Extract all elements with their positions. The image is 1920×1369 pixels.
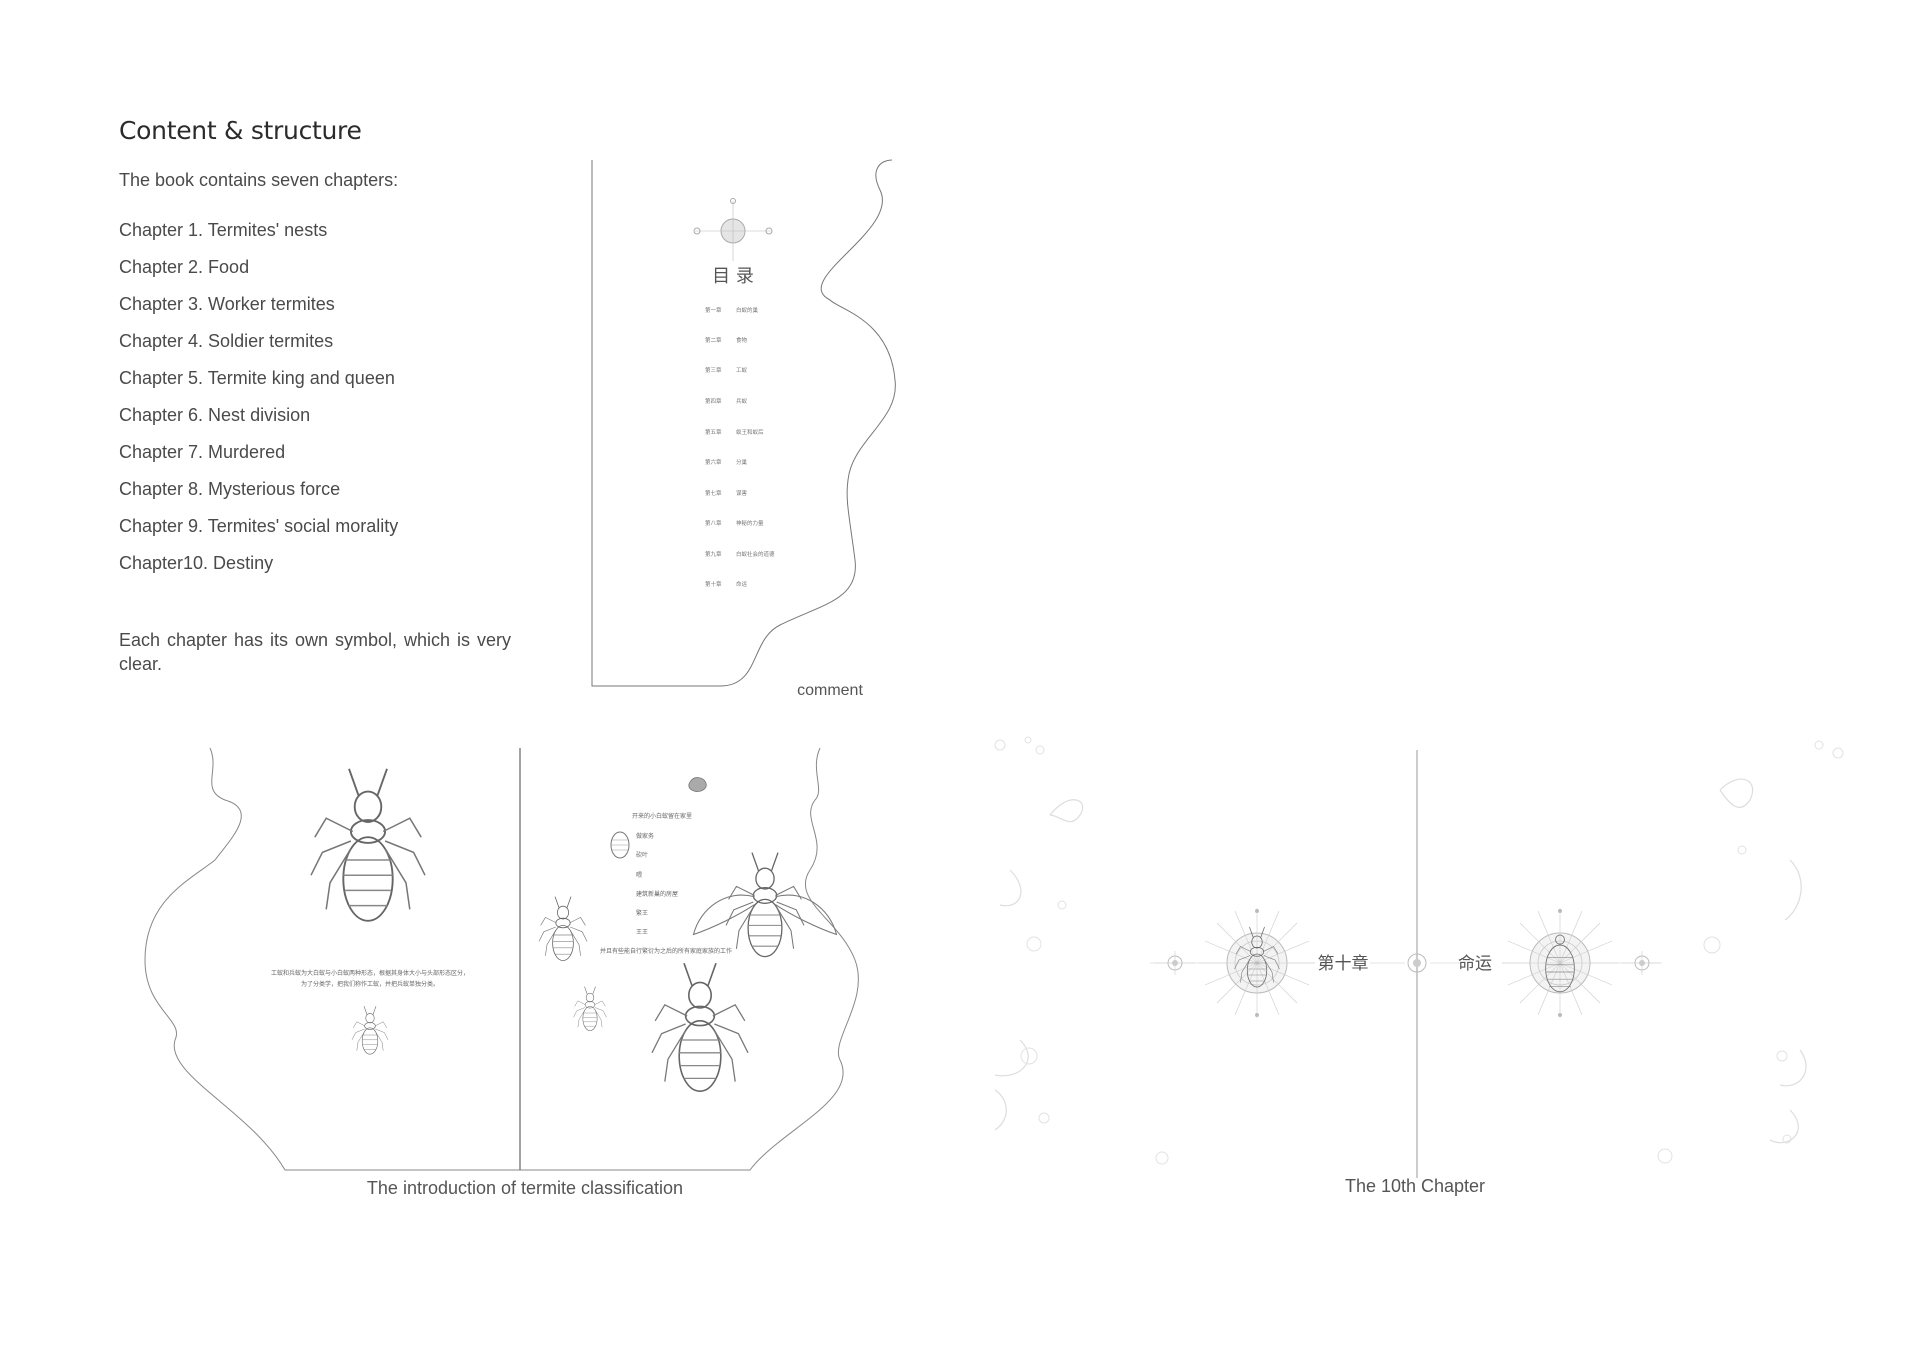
toc-emblem	[693, 198, 773, 261]
egg-drawing	[610, 831, 630, 859]
toc-row-num: 第六章	[705, 458, 722, 466]
chapter-item: Chapter 6. Nest division	[119, 405, 311, 425]
intro-left-line: 工蚁和兵蚁为大白蚁与小白蚁两种形态，根据其身体大小与头部形态区分，	[271, 969, 469, 977]
toc-rows: 第一章 白蚁的巢 第二章 食物 第三章 工蚁 第四章 兵蚁 第五章 蚁王和蚁后 …	[705, 306, 775, 588]
chapter-item: Chapter 3. Worker termites	[119, 294, 335, 314]
toc-page: 目 录 第一章 白蚁的巢 第二章 食物 第三章 工蚁 第四章 兵蚁 第五章 蚁王…	[591, 159, 896, 687]
chapter-item: Chapter 2. Food	[119, 257, 250, 277]
center-small-symbol	[1407, 953, 1427, 973]
right-chapter-symbol	[1501, 907, 1619, 1019]
toc-row-num: 第四章	[705, 397, 722, 405]
chapter-item: Chapter 8. Mysterious force	[119, 479, 341, 499]
queen-termite-drawing	[651, 962, 749, 1092]
toc-title: 目 录	[712, 266, 754, 287]
chapter-item: Chapter 4. Soldier termites	[119, 331, 334, 351]
chapter-item: Chapter 7. Murdered	[119, 442, 286, 462]
chapter-item: Chapter 9. Termites' social morality	[119, 516, 399, 536]
chapter-spread: 第十章 命运	[994, 736, 1844, 1178]
comment-caption: comment	[797, 682, 863, 699]
soldier-termite-drawing	[310, 767, 426, 922]
toc-row-name: 神秘的力量	[736, 519, 764, 527]
intro-left-line: 为了分类学，把我们称作工蚁，并把兵蚁单独分类。	[301, 980, 439, 988]
intro-spread-caption: The introduction of termite classificati…	[366, 1178, 684, 1198]
intro-right-line: 开来的小白蚁留在家里	[632, 812, 692, 820]
toc-row-num: 第七章	[705, 489, 722, 497]
intro-right-line: 王王	[636, 929, 648, 936]
intro-right-line: 繁王	[636, 909, 648, 917]
toc-row-name: 白蚁的巢	[736, 306, 759, 314]
symbol-note: Each chapter has its own symbol, which i…	[119, 630, 511, 674]
chapter-title: 命运	[1458, 954, 1492, 974]
toc-row-name: 食物	[736, 336, 748, 344]
chapter-item: Chapter 1. Termites' nests	[119, 220, 328, 240]
chapter-item: Chapter 5. Termite king and queen	[119, 368, 395, 388]
toc-row-name: 工蚁	[736, 366, 748, 374]
toc-row-num: 第十章	[705, 580, 722, 588]
intro-right-line: 做家务	[636, 832, 654, 840]
intro-right-line: 并且有些能自行繁衍为之后的所有家庭家族的工作	[600, 947, 732, 955]
toc-row-num: 第一章	[705, 306, 722, 314]
toc-row-num: 第三章	[705, 366, 722, 374]
toc-row-name: 白蚁社会的道德	[736, 550, 775, 558]
chapter-item: Chapter10. Destiny	[119, 553, 274, 573]
toc-row-num: 第九章	[705, 550, 722, 558]
intro-right-line: 喂	[636, 872, 642, 879]
toc-row-name: 分巢	[736, 458, 748, 466]
intro-text: The book contains seven chapters:	[119, 170, 399, 190]
toc-row-num: 第八章	[705, 519, 722, 527]
nymph-drawing	[573, 986, 607, 1031]
intro-right-line: 砍叶	[636, 851, 648, 859]
chapter-spread-caption: The 10th Chapter	[1344, 1176, 1486, 1196]
intro-right-line: 建筑新巢的房屋	[636, 890, 678, 898]
toc-row-name: 谋害	[736, 489, 748, 497]
small-termite-drawing	[351, 1005, 389, 1055]
worker-termite-drawing	[538, 896, 588, 961]
tiny-emblem	[688, 777, 707, 792]
winged-termite-drawing	[692, 851, 838, 958]
toc-row-num: 第二章	[705, 336, 722, 344]
page-heading: Content & structure	[119, 116, 362, 145]
chapter-label: 第十章	[1318, 954, 1369, 974]
toc-row-name: 兵蚁	[736, 397, 748, 405]
toc-row-name: 命运	[736, 580, 748, 588]
chapter-list: Chapter 1. Termites' nests Chapter 2. Fo…	[119, 219, 398, 589]
intro-spread: 工蚁和兵蚁为大白蚁与小白蚁两种形态，根据其身体大小与头部形态区分， 为了分类学，…	[144, 747, 859, 1171]
toc-row-name: 蚁王和蚁后	[736, 428, 764, 436]
toc-row-num: 第五章	[705, 428, 722, 436]
